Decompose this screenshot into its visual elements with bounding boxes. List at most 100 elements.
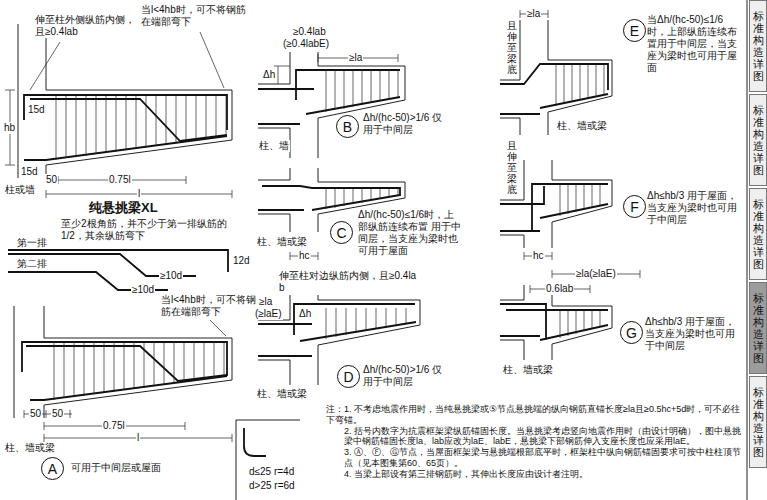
annotation-label: d>25 r=6d: [248, 480, 296, 492]
node-text: 标准构造详图: [753, 292, 764, 365]
annotation-label: 15d: [20, 166, 39, 178]
annotation-label: 当Δh/(hc-50)≤1/6时，上部纵筋连续布置用于中间层，当支座为梁时也可用…: [646, 14, 744, 74]
node-text: D: [343, 370, 353, 384]
node-text: B: [343, 120, 352, 134]
stirrups: [560, 184, 600, 216]
annotation-label: 15d: [27, 104, 46, 116]
dimension-label: l: [137, 188, 141, 200]
leader-line: [30, 32, 224, 90]
annotation-label: 柱、墙或梁: [256, 388, 308, 400]
annotation-label: (≥laE): [254, 308, 283, 320]
annotation-label: Δh≤hb/3 用于屋面，当支座为梁时也可用于中间层: [646, 190, 744, 226]
column-outline: [290, 168, 318, 232]
annotation-label: Δh: [262, 69, 276, 81]
annotation-label: 柱、墙: [258, 140, 290, 152]
annotation-label: Δh/(hc-50)>1/6 仅用于中间层: [362, 364, 449, 388]
dimension-line: [5, 90, 232, 198]
annotation-label: 柱或墙: [4, 184, 36, 196]
annotation-label: Δh/(hc-50)≤1/6时，上部纵筋连续布置 用于中间层，当支座为梁时也可用…: [357, 209, 463, 257]
dimension-label: ≥10d: [159, 270, 183, 282]
annotation-label: d≤25 r=4d: [248, 466, 295, 478]
notes-block: 注：1. 不考虑地震作用时，当纯悬挑梁或⑤节点悬挑端的纵向钢筋直锚长度≥la且≥…: [326, 404, 744, 480]
annotation-label: 可用于中间层或屋面: [70, 462, 162, 474]
stirrups: [54, 342, 224, 400]
side-tab: 标准构造详图: [749, 376, 767, 468]
annotation-label: 当l<4hb时，可不将钢筋在端部弯下: [140, 4, 254, 28]
beam-outline: [500, 300, 612, 344]
side-tab: 标准构造详图: [749, 188, 767, 280]
annotation-label: ≥la: [258, 296, 273, 308]
beam-outline: [44, 338, 232, 405]
detail-callout: E: [623, 19, 646, 42]
annotation-label: 第二排: [16, 258, 48, 270]
annotation-label: 柱、墙或梁: [4, 442, 56, 454]
annotation-label: ≥0.4lab: [292, 26, 327, 38]
annotation-label: 且伸至梁底: [506, 140, 518, 195]
dimension-label: hc: [298, 250, 311, 262]
top-rebar: [24, 95, 227, 130]
rebar: [258, 186, 400, 210]
beam-outline: [46, 90, 232, 165]
dimension-label: 0.75l: [108, 174, 132, 186]
dimension-label: 0.6lab: [545, 283, 574, 295]
node-text: 标准构造详图: [753, 104, 764, 177]
bent-rebar: [26, 346, 227, 381]
stirrups: [326, 188, 398, 209]
node-text: G: [626, 326, 637, 340]
dimension-label: ≥la: [348, 52, 363, 64]
note-text: 2. 括号内数字为抗震框架梁纵筋锚固长度。当悬挑梁考虑竖向地震作用时（由设计明确…: [326, 426, 744, 448]
dimension-label: hb: [3, 122, 16, 134]
detail-callout: C: [330, 221, 353, 244]
column-outline: [290, 52, 318, 158]
annotation-label: 当l<4hb时，可不将钢筋在端部弯下: [160, 294, 258, 318]
sheet-border: [747, 0, 748, 500]
detail-callout: A: [41, 457, 64, 480]
dimension-label: hc: [532, 250, 545, 262]
dimension-label: ≥10d: [131, 284, 155, 296]
side-tab: 标准构造详图: [749, 0, 767, 92]
dimension-label: 50: [51, 408, 64, 420]
column-outline: [520, 20, 548, 135]
dimension-label: l: [136, 432, 140, 444]
leader-line: [210, 320, 226, 336]
node-text: E: [630, 24, 639, 38]
note-text: 3. Ⓐ、Ⓕ、Ⓖ节点，当屋面框架梁与悬挑端根部底平时，框架柱中纵向钢筋锚固要求可…: [326, 447, 744, 469]
annotation-label: (≥0.4labE): [282, 38, 330, 50]
column-outline: [524, 285, 552, 360]
dimension-line: [274, 54, 398, 84]
node-text: F: [630, 200, 639, 214]
detail-callout: B: [336, 115, 359, 138]
detail-callout: F: [623, 195, 646, 218]
node-text: 标准构造详图: [753, 386, 764, 459]
annotation-label: 伸至柱对边纵筋内侧，且≥0.4lab: [278, 270, 420, 294]
stirrups: [556, 64, 604, 106]
annotation-label: 且伸至梁底: [506, 20, 518, 75]
dimension-label: ≥la: [526, 8, 541, 20]
dimension-label: 50: [29, 408, 42, 420]
bottom-rebar: [30, 376, 227, 400]
node-text: A: [48, 462, 57, 476]
bent-rebar: [30, 99, 227, 141]
side-tab: 标准构造详图: [749, 94, 767, 186]
node-text: C: [336, 226, 346, 240]
column-outline: [18, 24, 46, 178]
annotation-label: 柱、墙或梁: [256, 236, 308, 248]
detail-callout: G: [620, 321, 643, 344]
note-text: 4. 当梁上部设有第三排钢筋时，其伸出长度应由设计者注明。: [326, 469, 744, 480]
annotation-label: 柱、墙或梁: [556, 120, 608, 132]
annotation-label: 伸至柱外侧纵筋内侧，且≥0.4lab: [34, 14, 136, 38]
note-text: 注：1. 不考虑地震作用时，当纯悬挑梁或⑤节点悬挑端的纵向钢筋直锚长度≥la且≥…: [326, 404, 744, 426]
annotation-label: 第一排: [16, 237, 48, 249]
dimension-label: 50: [45, 174, 58, 186]
side-tab: 标准构造详图: [749, 282, 767, 374]
node-text: 标准构造详图: [753, 10, 764, 83]
dimension-label: ≥la(≥laE): [575, 268, 617, 280]
annotation-label: 至少2根角筋，并不少于第一排纵筋的1/2，其余纵筋弯下: [60, 218, 232, 242]
node-text: 标准构造详图: [753, 198, 764, 271]
annotation-label: 柱、墙或梁: [502, 364, 554, 376]
stirrups: [56, 95, 226, 160]
annotation-label: 纯悬挑梁XL: [88, 200, 159, 216]
annotation-label: Δh/(hc-50)>1/6 仅用于中间层: [362, 112, 449, 136]
column-outline: [14, 306, 44, 418]
